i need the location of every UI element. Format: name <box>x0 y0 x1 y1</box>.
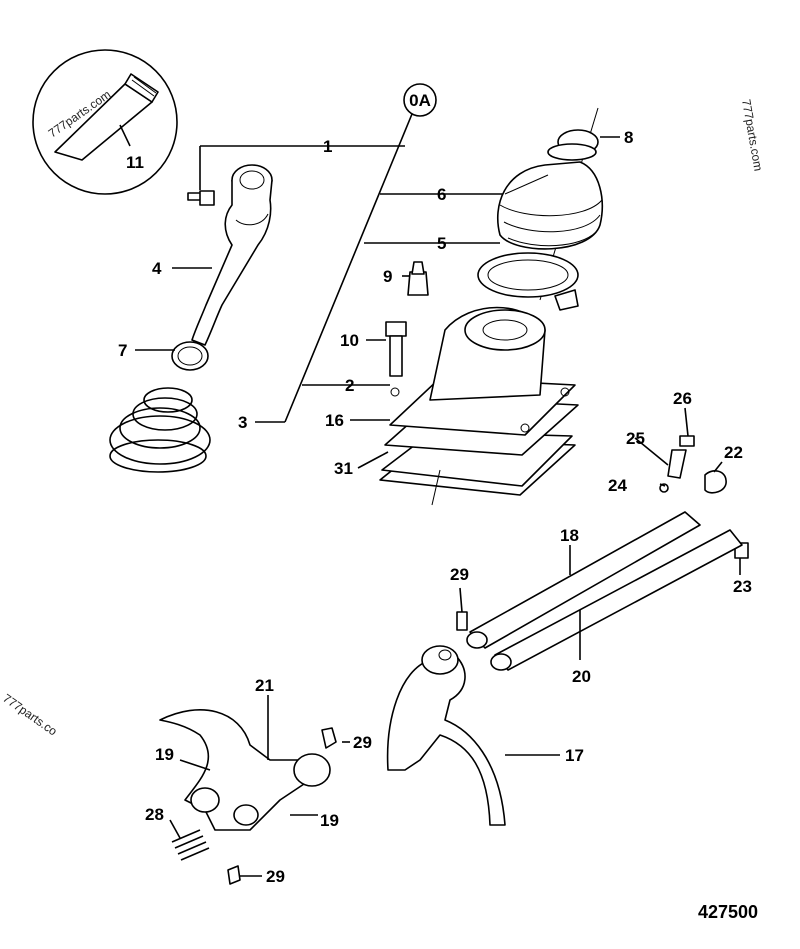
callout-18: 18 <box>560 526 579 545</box>
callout-21: 21 <box>255 676 274 695</box>
callout-19-right: 19 <box>320 811 339 830</box>
drawing-number: 427500 <box>698 902 758 922</box>
callout-11: 11 <box>126 153 144 172</box>
rubber-boot <box>477 107 603 311</box>
callout-labels: 0A 1 2 3 4 5 6 7 8 9 10 11 16 17 18 19 1… <box>118 91 752 886</box>
selector-fork-large <box>386 645 506 826</box>
group-label: 0A <box>409 91 431 110</box>
watermark-left: 777parts.co <box>0 691 60 739</box>
callout-2: 2 <box>345 376 354 395</box>
gear-lever <box>171 164 273 371</box>
selector-fork-small <box>159 709 331 831</box>
callout-7: 7 <box>118 341 127 360</box>
callout-4: 4 <box>152 259 162 278</box>
callout-8: 8 <box>624 128 633 147</box>
group-bracket <box>199 83 505 423</box>
selector-rails <box>466 511 743 671</box>
callout-25: 25 <box>626 429 645 448</box>
callout-20: 20 <box>572 667 591 686</box>
callout-10: 10 <box>340 331 359 350</box>
coil-spring <box>109 387 211 473</box>
callout-5: 5 <box>437 234 446 253</box>
callout-24: 24 <box>608 476 627 495</box>
callout-16: 16 <box>325 411 344 430</box>
callout-22: 22 <box>724 443 743 462</box>
callout-31: 31 <box>334 459 353 478</box>
callout-29-middle: 29 <box>353 733 372 752</box>
callout-17: 17 <box>565 746 584 765</box>
detail-circle-tube <box>32 49 178 195</box>
leader-lines <box>119 124 741 877</box>
watermark-right: 777parts.com <box>739 98 765 172</box>
callout-1: 1 <box>323 137 332 156</box>
callout-28: 28 <box>145 805 164 824</box>
callout-9: 9 <box>383 267 392 286</box>
callout-6: 6 <box>437 185 446 204</box>
callout-29-top: 29 <box>450 565 469 584</box>
gear-housing <box>379 261 579 506</box>
callout-26: 26 <box>673 389 692 408</box>
callout-19-left: 19 <box>155 745 174 764</box>
detent-spring <box>171 611 468 885</box>
callout-23: 23 <box>733 577 752 596</box>
callout-3: 3 <box>238 413 247 432</box>
callout-29-bottom: 29 <box>266 867 285 886</box>
